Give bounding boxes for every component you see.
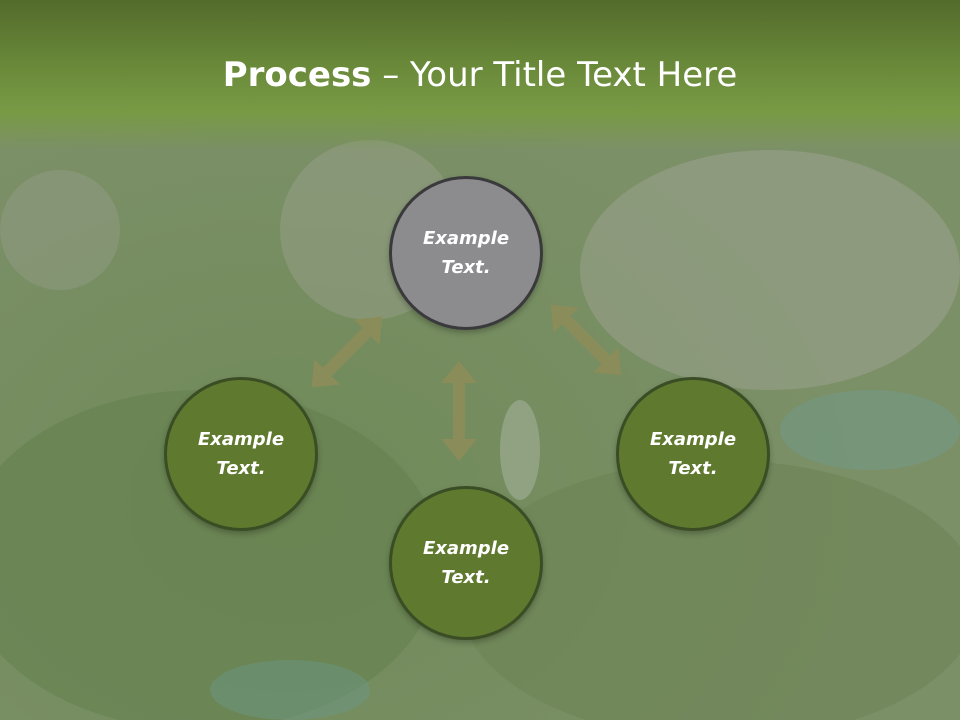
title-bar: [0, 0, 960, 150]
node-bottom-line2: Text.: [441, 567, 491, 588]
node-right-line2: Text.: [668, 458, 718, 479]
title-rest: – Your Title Text Here: [371, 55, 738, 95]
node-bottom-line1: Example: [422, 538, 510, 559]
double-arrow-top-right: [550, 304, 622, 376]
node-top-line1: Example: [422, 228, 510, 249]
node-left-line1: Example: [197, 429, 285, 450]
title-bold: Process: [222, 55, 372, 95]
node-left-line2: Text.: [216, 458, 266, 479]
node-top-line2: Text.: [441, 257, 491, 278]
double-arrow-vertical: [441, 361, 477, 461]
node-right-line1: Example: [649, 429, 737, 450]
double-arrow-top-left: [311, 316, 383, 388]
slide-title[interactable]: Process – Your Title Text Here: [0, 52, 960, 98]
